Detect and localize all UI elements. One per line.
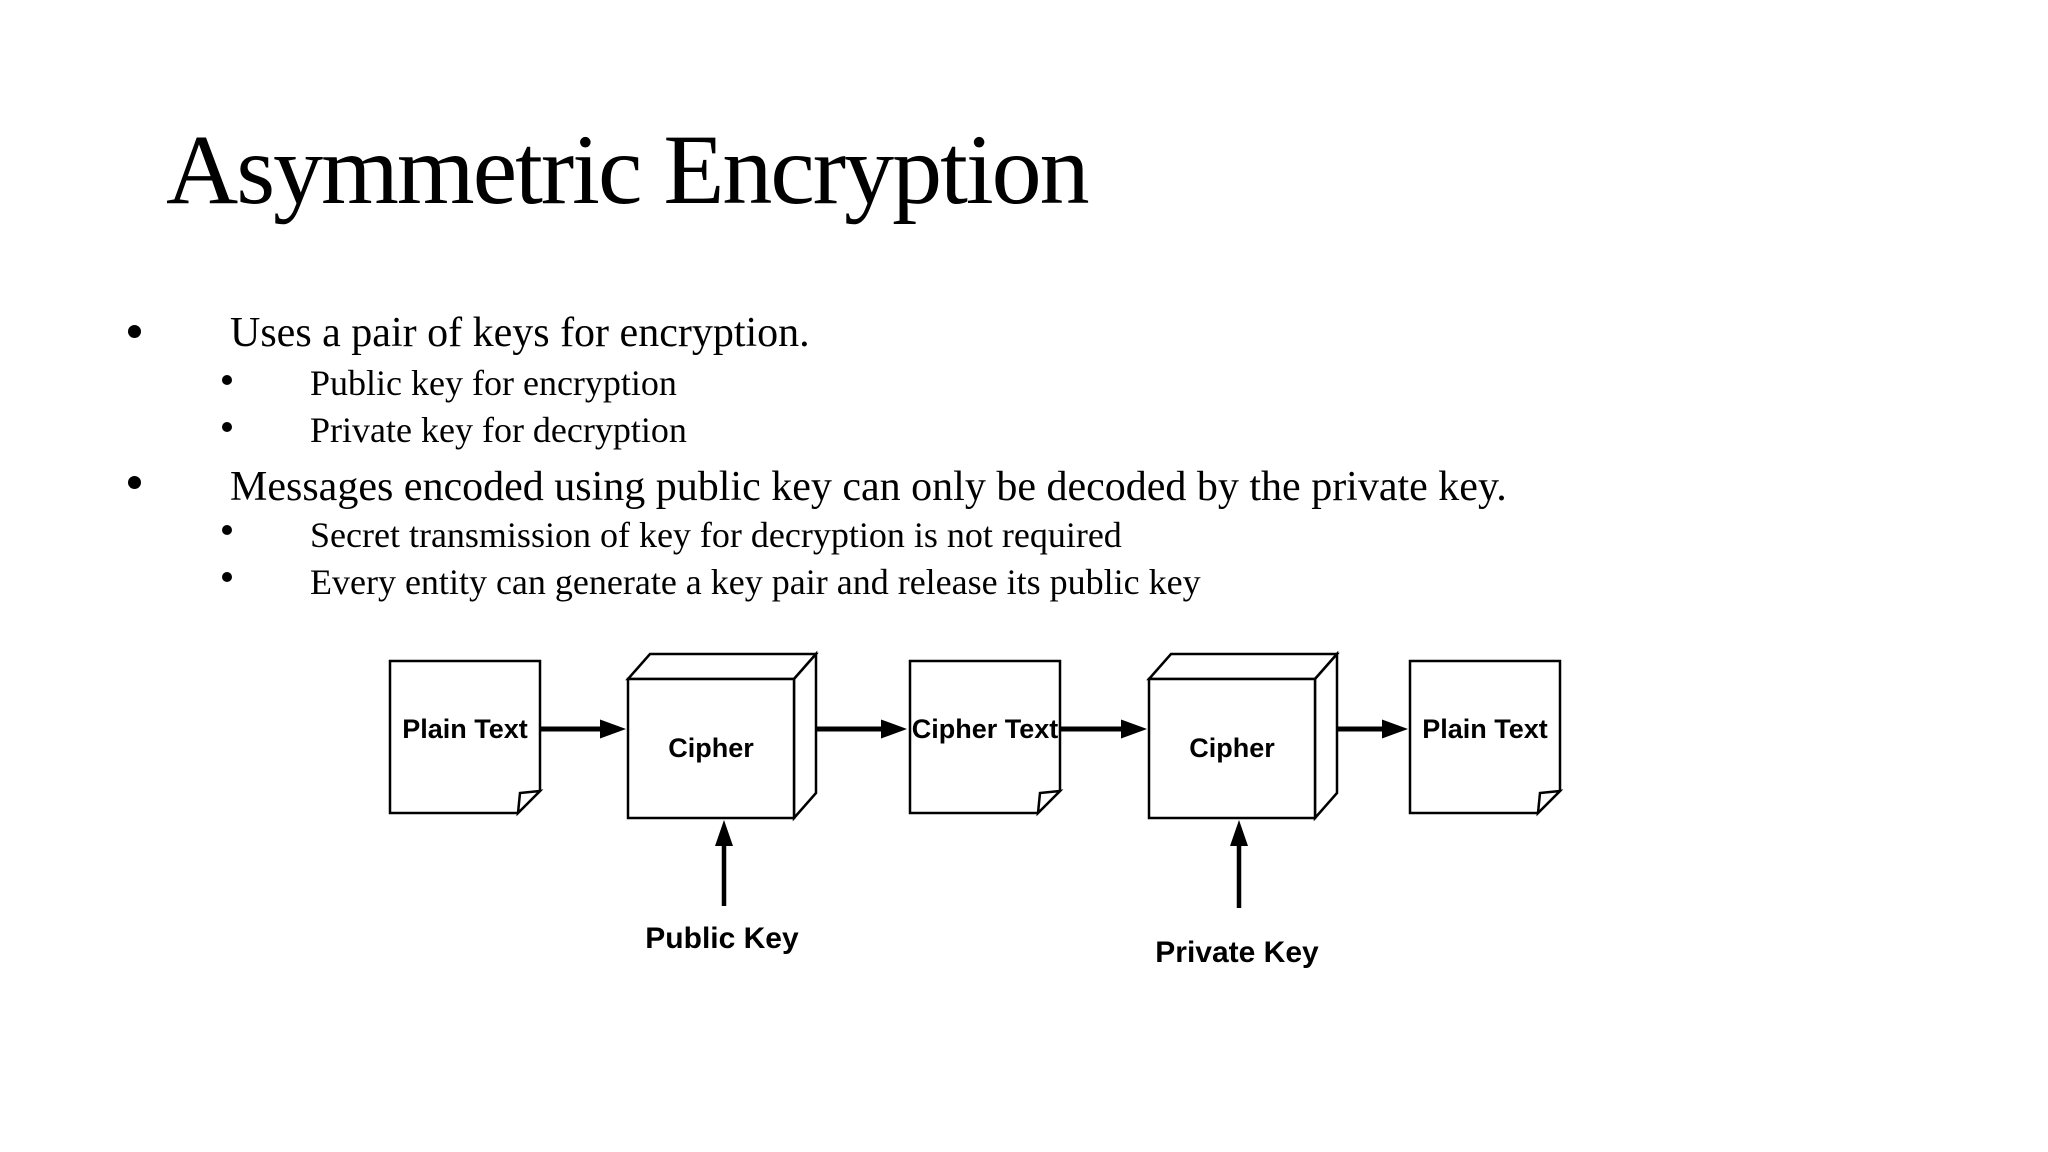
slide-title: Asymmetric Encryption — [166, 114, 1090, 225]
document-node-label: Cipher Text — [911, 713, 1059, 744]
public-key-label: Public Key — [645, 922, 799, 955]
bullet-item-2: Public key for encryption — [310, 363, 677, 403]
cube-top-face — [1146, 652, 1340, 681]
cipher-node-label: Cipher — [1189, 733, 1275, 763]
arrowhead — [1382, 719, 1408, 739]
cube-front-face — [626, 677, 796, 820]
bullet-item-3: Private key for decryption — [310, 410, 687, 450]
bullet-item-5: Secret transmission of key for decryptio… — [310, 515, 1122, 555]
cube-top-face — [625, 652, 819, 681]
cube-front-face — [1147, 677, 1317, 820]
arrowhead-up — [715, 820, 733, 846]
cube-right-face — [1313, 650, 1339, 822]
bullet-dot — [222, 525, 232, 535]
cube-right-face — [792, 650, 818, 822]
bullet-item-1: Uses a pair of keys for encryption. — [230, 310, 810, 356]
document-node-label: Plain Text — [402, 713, 528, 744]
bullet-item-6: Every entity can generate a key pair and… — [310, 562, 1201, 602]
bullet-dot — [222, 422, 232, 432]
arrowhead — [881, 719, 907, 739]
document-node-label: Plain Text — [1422, 713, 1548, 744]
document-fold-corner — [1036, 789, 1064, 817]
document-fold-corner — [1536, 789, 1564, 817]
bullet-dot — [128, 476, 141, 489]
private-key-label: Private Key — [1155, 936, 1319, 969]
bullet-item-4: Messages encoded using public key can on… — [230, 464, 1507, 510]
arrowhead — [600, 719, 626, 739]
arrowhead — [1121, 719, 1147, 739]
bullet-dot — [222, 375, 232, 385]
bullet-dot — [222, 572, 232, 582]
arrowhead-up — [1230, 820, 1248, 846]
document-fold-corner — [516, 789, 544, 817]
bullet-dot — [128, 325, 141, 338]
cipher-node-label: Cipher — [668, 733, 754, 763]
